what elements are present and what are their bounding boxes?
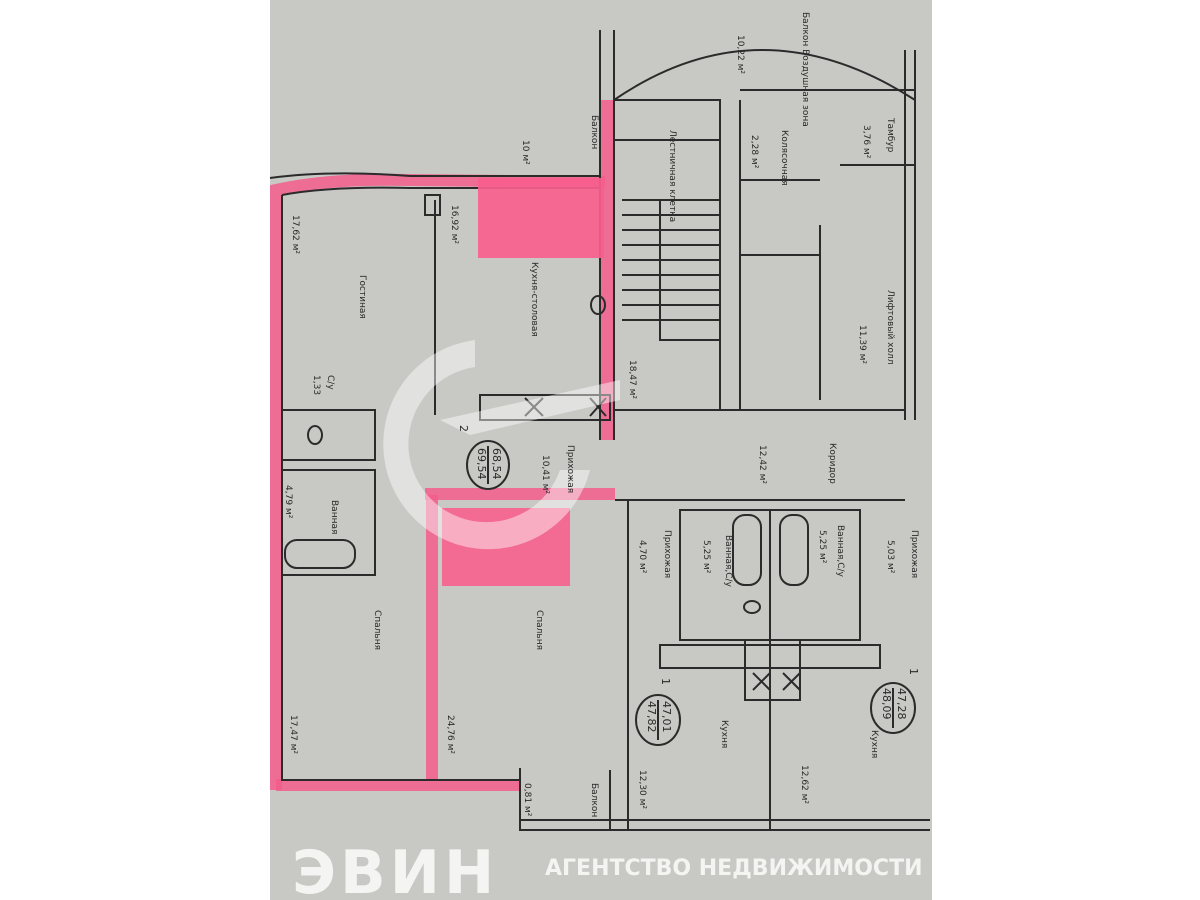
room-name: Кухня	[869, 730, 879, 758]
room-area: 17,62 м²	[290, 215, 300, 254]
room-area: 3,76 м²	[861, 125, 871, 159]
room-name: Гостиная	[357, 275, 367, 319]
room-name: Спальня	[372, 610, 382, 650]
room-name: С/у	[325, 375, 335, 390]
room-area: 4,79 м²	[283, 485, 293, 519]
room-name: Балкон	[589, 115, 599, 149]
room-area: 5,03 м²	[885, 540, 895, 574]
total-area: 69,54	[475, 448, 488, 480]
room-area: 11,39 м²	[857, 325, 867, 364]
living-area: 47,01	[660, 701, 673, 733]
room-area: 10 м²	[520, 140, 530, 165]
room-name: Балкон	[589, 783, 599, 817]
room-area: 1,33	[311, 375, 321, 395]
walls	[269, 30, 930, 831]
room-name: Лифтовый холл	[885, 290, 895, 365]
room-area: 2,28 м²	[749, 135, 759, 169]
room-name: Спальня	[534, 610, 544, 650]
room-name: Прихожая	[909, 530, 919, 578]
rooms-count: 1	[907, 668, 920, 675]
apartment-badge-1a: 1 47,01 47,82	[635, 678, 681, 746]
room-name: Лестничная клетка	[667, 130, 677, 222]
toilet-icon	[743, 600, 761, 614]
watermark-tagline: АГЕНТСТВО НЕДВИЖИМОСТИ	[545, 856, 923, 881]
room-name: Кухня	[719, 720, 729, 748]
toilet-icon	[307, 425, 323, 445]
fixtures	[284, 295, 809, 691]
room-area: 24,76 м²	[445, 715, 455, 754]
room-area: 12,62 м²	[799, 765, 809, 804]
room-name: Кухня-столовая	[529, 262, 539, 337]
ventilation-icon	[524, 397, 801, 691]
room-area: 10,41 м²	[540, 455, 550, 494]
room-name: Колясочная	[779, 130, 789, 186]
total-area: 47,82	[645, 701, 658, 733]
watermark-brand: ЭВИН	[292, 838, 498, 900]
sticky-note	[442, 508, 570, 586]
living-area: 47,28	[895, 688, 908, 720]
sticky-note	[478, 178, 604, 258]
agency-watermark-logo	[383, 340, 620, 550]
room-area: 0,81 м²	[522, 783, 532, 817]
room-name: Прихожая	[662, 530, 672, 578]
bathtub-icon	[732, 514, 762, 586]
room-area: 16,92 м²	[449, 205, 459, 244]
room-area: 17,47 м²	[288, 715, 298, 754]
apartment-highlight	[270, 100, 615, 791]
agency-watermark: ЭВИН АГЕНТСТВО НЕДВИЖИМОСТИ	[292, 838, 923, 900]
bathtub-icon	[779, 514, 809, 586]
room-area: 5,25 м²	[701, 540, 711, 574]
room-name: Ванная,С/у	[723, 535, 733, 588]
living-area: 68,54	[490, 448, 503, 480]
room-labels: Гостиная 17,62 м² Кухня-столовая 16,92 м…	[283, 12, 919, 817]
room-area: 5,25 м²	[817, 530, 827, 564]
sink-icon	[590, 295, 606, 315]
room-area: 12,42 м²	[757, 445, 767, 484]
room-area: 4,70 м²	[637, 540, 647, 574]
room-area: 18,47 м²	[627, 360, 637, 399]
room-name: Прихожая	[565, 445, 575, 493]
apartment-badge-1b: 1 47,28 48,09	[870, 668, 920, 734]
room-name: Ванная	[329, 500, 339, 534]
apartment-badge-2: 2 68,54 69,54	[457, 425, 510, 490]
room-area: 12,30 м²	[637, 770, 647, 809]
bathtub-icon	[284, 539, 356, 569]
room-name: Ванная,С/у	[835, 525, 845, 578]
room-area: 10,22 м²	[735, 35, 745, 74]
room-name: Коридор	[827, 443, 837, 484]
total-area: 48,09	[880, 688, 893, 720]
room-name: Балкон Воздушная зона	[800, 12, 810, 127]
rooms-count: 1	[659, 678, 672, 685]
rooms-count: 2	[457, 425, 470, 432]
room-name: Тамбур	[885, 117, 895, 153]
